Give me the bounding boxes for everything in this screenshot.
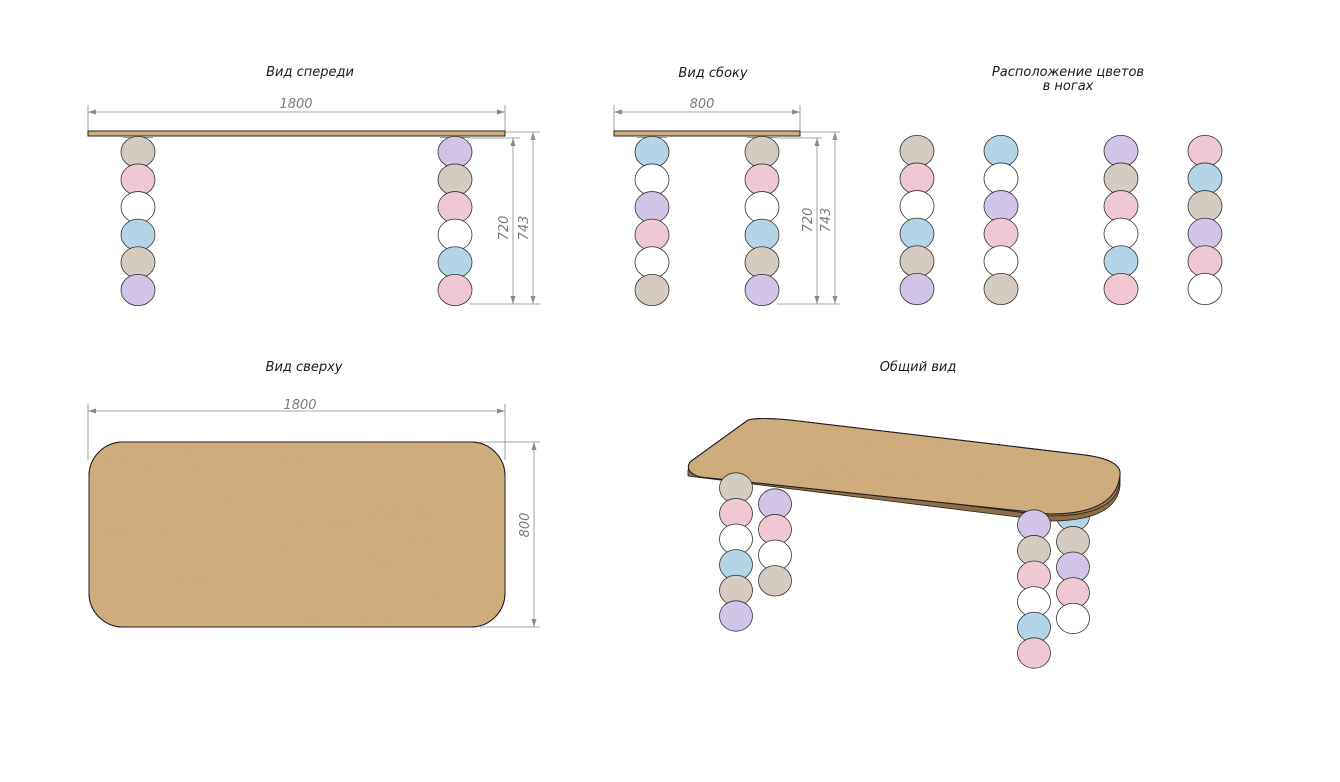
side-right-ball-pink bbox=[744, 163, 780, 196]
side-right-ball-beige bbox=[744, 135, 780, 169]
scheme-4-ball-white bbox=[1187, 272, 1223, 306]
side-left-ball-beige bbox=[634, 273, 670, 307]
general-view-title: Общий вид bbox=[880, 360, 957, 375]
scheme-1-ball-lilac bbox=[899, 272, 935, 306]
top-depth-value: 800 bbox=[518, 513, 533, 538]
side-left-ball-pink bbox=[634, 218, 670, 251]
front-left-ball-beige bbox=[120, 135, 156, 169]
scheme-1-ball-beige bbox=[899, 245, 935, 278]
scheme-4-ball-blue bbox=[1187, 162, 1223, 195]
side-left-ball-white bbox=[634, 246, 670, 279]
scheme-1-ball-blue bbox=[899, 217, 935, 250]
front-left-ball-pink bbox=[120, 163, 156, 196]
front-right-ball-beige bbox=[437, 163, 473, 196]
front-left-ball-blue bbox=[120, 218, 156, 251]
scheme-3-ball-blue bbox=[1103, 245, 1139, 278]
side-right-ball-white bbox=[744, 191, 780, 224]
side-left-leg bbox=[634, 135, 670, 307]
top-view-title: Вид сверху bbox=[266, 360, 343, 375]
side-tabletop bbox=[613, 130, 801, 137]
scheme-4-ball-pink bbox=[1187, 134, 1223, 168]
front-width-dimension: 1800 bbox=[87, 97, 506, 132]
color-scheme-title-line2: в ногах bbox=[1043, 79, 1094, 94]
front-width-value: 1800 bbox=[279, 97, 312, 112]
front-view: Вид спереди 1800 720 743 bbox=[87, 65, 540, 307]
scheme-3-ball-beige bbox=[1103, 162, 1139, 195]
front-height-inner-value: 720 bbox=[497, 216, 512, 241]
scheme-3-ball-pink bbox=[1103, 190, 1139, 223]
scheme-2-ball-blue bbox=[983, 134, 1019, 168]
scheme-4-ball-beige bbox=[1187, 190, 1223, 223]
front-height-total-value: 743 bbox=[517, 216, 532, 241]
scheme-1-ball-beige bbox=[899, 134, 935, 168]
side-right-leg bbox=[744, 135, 780, 307]
side-right-ball-beige bbox=[744, 246, 780, 279]
front-left-ball-beige bbox=[120, 246, 156, 279]
iso-front-right-leg bbox=[1017, 509, 1051, 669]
side-view-title: Вид сбоку bbox=[678, 66, 747, 81]
color-scheme-leg-2 bbox=[983, 134, 1019, 306]
side-height-inner-value: 720 bbox=[801, 208, 816, 233]
general-view: Общий вид bbox=[687, 360, 1121, 669]
side-height-total-value: 743 bbox=[819, 208, 834, 233]
scheme-4-ball-pink bbox=[1187, 245, 1223, 278]
side-height-dimension: 720 743 bbox=[777, 131, 840, 305]
front-right-ball-lilac bbox=[437, 135, 473, 169]
side-width-dimension: 800 bbox=[613, 97, 801, 132]
side-left-ball-blue bbox=[634, 135, 670, 169]
color-scheme-view: Расположение цветов в ногах bbox=[899, 65, 1223, 306]
top-view: Вид сверху 1800 800 bbox=[87, 360, 540, 628]
top-depth-dimension: 800 bbox=[480, 441, 540, 628]
color-scheme-leg-1 bbox=[899, 134, 935, 306]
top-width-value: 1800 bbox=[283, 398, 316, 413]
front-right-ball-white bbox=[437, 218, 473, 251]
side-left-ball-lilac bbox=[634, 191, 670, 224]
scheme-1-ball-pink bbox=[899, 162, 935, 195]
iso-back-right-ball-white bbox=[1056, 602, 1090, 634]
scheme-3-ball-white bbox=[1103, 217, 1139, 250]
front-height-dimension: 720 743 bbox=[470, 131, 540, 305]
front-left-leg bbox=[120, 135, 156, 307]
iso-back-left-ball-beige bbox=[758, 565, 792, 597]
scheme-4-ball-lilac bbox=[1187, 217, 1223, 250]
front-right-leg bbox=[437, 135, 473, 307]
scheme-2-ball-lilac bbox=[983, 190, 1019, 223]
side-right-ball-lilac bbox=[744, 273, 780, 307]
top-width-dimension: 1800 bbox=[87, 398, 506, 460]
front-right-ball-pink bbox=[437, 191, 473, 224]
front-view-title: Вид спереди bbox=[266, 65, 354, 80]
front-right-ball-pink bbox=[437, 273, 473, 307]
color-scheme-legs bbox=[899, 134, 1223, 306]
iso-back-left-leg bbox=[758, 488, 792, 597]
scheme-2-ball-pink bbox=[983, 217, 1019, 250]
iso-front-right-ball-pink bbox=[1017, 637, 1051, 669]
front-tabletop bbox=[87, 130, 506, 137]
scheme-2-ball-white bbox=[983, 162, 1019, 195]
scheme-3-ball-lilac bbox=[1103, 134, 1139, 168]
side-view: Вид сбоку 800 720 743 bbox=[613, 66, 840, 307]
color-scheme-leg-4 bbox=[1187, 134, 1223, 306]
scheme-3-ball-pink bbox=[1103, 272, 1139, 306]
scheme-2-ball-beige bbox=[983, 272, 1019, 306]
front-left-ball-white bbox=[120, 191, 156, 224]
iso-front-left-ball-lilac bbox=[719, 600, 753, 632]
side-width-value: 800 bbox=[690, 97, 715, 112]
iso-front-left-leg bbox=[719, 472, 753, 632]
color-scheme-leg-3 bbox=[1103, 134, 1139, 306]
iso-tabletop bbox=[687, 418, 1121, 522]
side-right-ball-blue bbox=[744, 218, 780, 251]
color-scheme-title-line1: Расположение цветов bbox=[992, 65, 1144, 80]
front-right-ball-blue bbox=[437, 246, 473, 279]
front-left-ball-lilac bbox=[120, 273, 156, 307]
scheme-1-ball-white bbox=[899, 190, 935, 223]
side-left-ball-white bbox=[634, 163, 670, 196]
scheme-2-ball-white bbox=[983, 245, 1019, 278]
